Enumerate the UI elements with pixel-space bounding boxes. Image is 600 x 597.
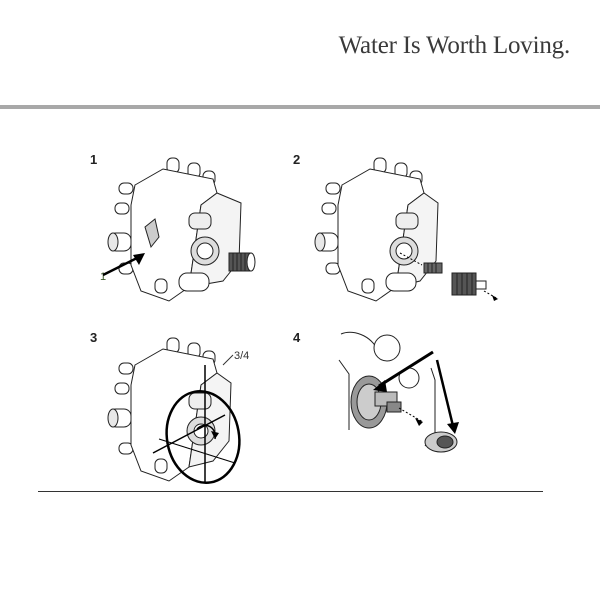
step-4-number: 4 bbox=[293, 330, 301, 345]
step-2-number: 2 bbox=[293, 152, 301, 167]
step-4-valve-illustration bbox=[335, 330, 459, 465]
header-divider bbox=[0, 105, 600, 109]
step-3-callout-label: 3/4 bbox=[234, 350, 250, 362]
brand-tagline: Water Is Worth Loving. bbox=[338, 32, 571, 59]
step-3-number: 3 bbox=[90, 330, 98, 345]
step-1-callout-label: 1 bbox=[100, 271, 107, 283]
step-2-valve-illustration bbox=[312, 155, 502, 305]
step-1-number: 1 bbox=[90, 152, 98, 167]
footer-divider bbox=[38, 491, 543, 492]
step-1-valve-illustration bbox=[105, 155, 265, 305]
step-3-valve-illustration bbox=[105, 335, 255, 485]
